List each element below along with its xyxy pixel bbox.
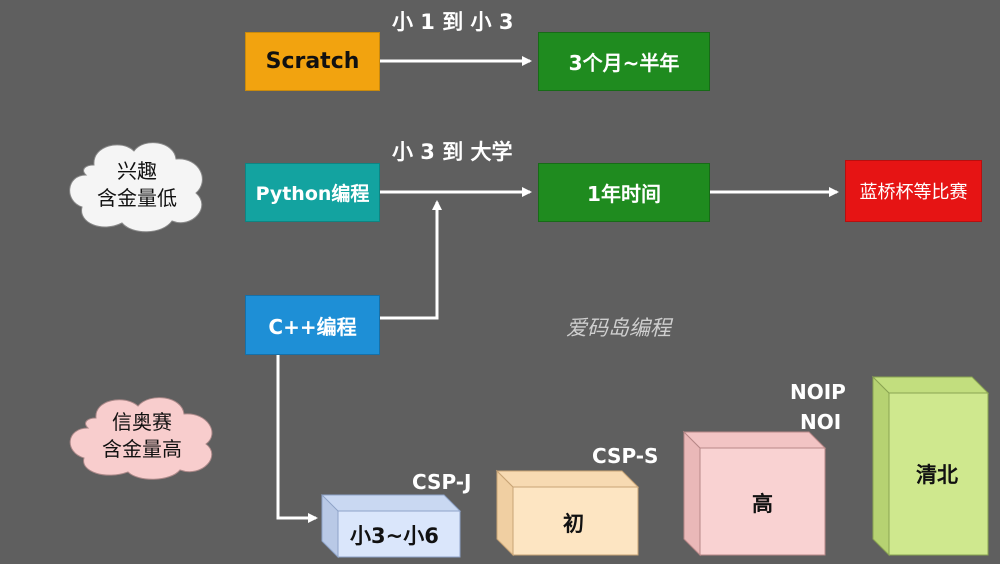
interest-cloud: 兴趣 含金量低	[62, 135, 212, 235]
interest-cloud-line2: 含金量低	[97, 186, 177, 210]
cube-shape	[320, 494, 462, 559]
contest-box[interactable]: 蓝桥杯等比赛	[845, 160, 982, 222]
arrow-cpp-to-level1	[276, 355, 318, 523]
level2-tag: CSP-S	[592, 444, 659, 468]
path-label-primary: 小 1 到 小 3	[392, 10, 514, 34]
level4-cube[interactable]: 清北	[871, 375, 990, 557]
interest-cloud-line1: 兴趣	[117, 159, 157, 183]
level3-label: 高	[752, 492, 773, 516]
level3-cube[interactable]: 高	[682, 430, 827, 557]
cube-shape	[682, 430, 827, 557]
level4-label: 清北	[916, 463, 958, 487]
level2-cube[interactable]: 初	[495, 469, 640, 557]
cube-shape	[495, 469, 640, 557]
scratch-box[interactable]: Scratch	[245, 32, 380, 91]
level1-tag: CSP-J	[412, 470, 472, 494]
scratch-duration-box[interactable]: 3个月~半年	[538, 32, 710, 91]
cloud-shape-icon	[69, 397, 213, 480]
olympiad-cloud-line2: 含金量高	[102, 437, 182, 461]
python-duration-box[interactable]: 1年时间	[538, 163, 710, 222]
level2-label: 初	[563, 512, 584, 536]
level1-label: 小3~小6	[350, 524, 439, 548]
olympiad-cloud: 信奥赛 含金量高	[62, 392, 222, 480]
level3-tag-line1: NOIP	[790, 380, 846, 404]
watermark-text: 爱码岛编程	[566, 316, 671, 340]
cloud-shape-icon	[69, 142, 203, 233]
path-label-university: 小 3 到 大学	[392, 140, 513, 164]
level3-tag-line2: NOI	[800, 410, 842, 434]
level1-cube[interactable]: 小3~小6	[320, 494, 462, 559]
cube-shape	[871, 375, 990, 557]
cpp-box[interactable]: C++编程	[245, 295, 380, 355]
python-box[interactable]: Python编程	[245, 163, 380, 222]
olympiad-cloud-line1: 信奥赛	[112, 410, 172, 434]
arrow-cpp-to-python-path	[380, 200, 442, 320]
